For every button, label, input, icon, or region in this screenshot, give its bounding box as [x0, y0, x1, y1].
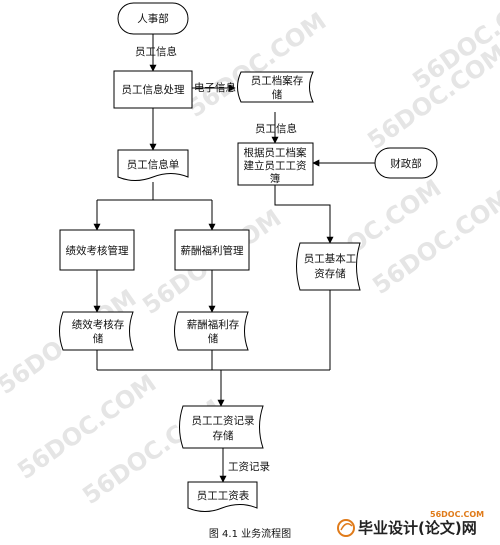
node-label: 薪酬福利存	[187, 318, 240, 331]
flow-label-salary-record: 工资记录	[228, 461, 270, 473]
node-label: 财政部	[390, 157, 422, 170]
node-performance-storage: 绩效考核存 储	[59, 311, 134, 351]
node-label: 员工信息处理	[122, 83, 185, 96]
node-employee-info-processing: 员工信息处理	[113, 70, 193, 109]
node-label: 储	[272, 88, 283, 101]
connectors	[93, 34, 375, 483]
node-create-salary-book: 根据员工档案 建立员工工资 簿	[237, 142, 314, 186]
node-label: 簿	[270, 172, 281, 185]
node-basic-salary-storage: 员工基本工 资存储	[296, 242, 361, 291]
node-label: 储	[93, 332, 104, 345]
logo-site-text: 56DOC.COM	[430, 510, 484, 519]
flow-label-electronic-info: 电子信息	[194, 81, 236, 94]
flow-label-employee-info: 员工信息	[255, 122, 297, 135]
node-label: 员工工资表	[197, 489, 250, 502]
node-label: 员工档案存	[251, 74, 304, 87]
node-label: 存储	[213, 429, 234, 442]
node-finance-department: 财政部	[374, 147, 438, 179]
flow-line-salarybook-to-basicstorage	[274, 185, 334, 244]
node-salary-table: 员工工资表	[187, 481, 258, 512]
node-hr-department: 人事部	[117, 2, 189, 35]
node-label: 绩效考核管理	[66, 244, 129, 257]
node-label: 薪酬福利管理	[181, 244, 244, 257]
node-label: 员工工资记录	[192, 415, 255, 427]
logo-icon	[337, 519, 355, 537]
node-label: 建立员工工资	[244, 159, 307, 172]
node-label: 绩效考核存	[72, 318, 125, 331]
watermark-text: 56DOC.COM	[182, 7, 331, 123]
node-compensation-storage: 薪酬福利存 储	[174, 311, 249, 351]
node-label: 人事部	[137, 12, 169, 25]
logo-text: 毕业设计(论文)网	[358, 519, 477, 537]
node-employee-info-doc: 员工信息单	[117, 149, 189, 181]
node-employee-archive-storage: 员工档案存 储	[237, 71, 314, 103]
node-performance-management: 绩效考核管理	[59, 229, 135, 271]
node-salary-record-storage: 员工工资记录 存储	[179, 405, 264, 449]
node-label: 储	[208, 332, 219, 345]
node-label: 员工信息单	[127, 158, 180, 171]
flow-label-employee-info: 员工信息	[135, 45, 177, 58]
node-label: 根据员工档案	[244, 146, 307, 159]
node-label: 员工基本工	[304, 252, 357, 265]
site-logo: 56DOC.COM 毕业设计(论文)网	[337, 510, 484, 537]
figure-caption: 图 4.1 业务流程图	[209, 527, 291, 540]
node-label: 资存储	[314, 267, 346, 280]
node-compensation-management: 薪酬福利管理	[174, 229, 250, 271]
